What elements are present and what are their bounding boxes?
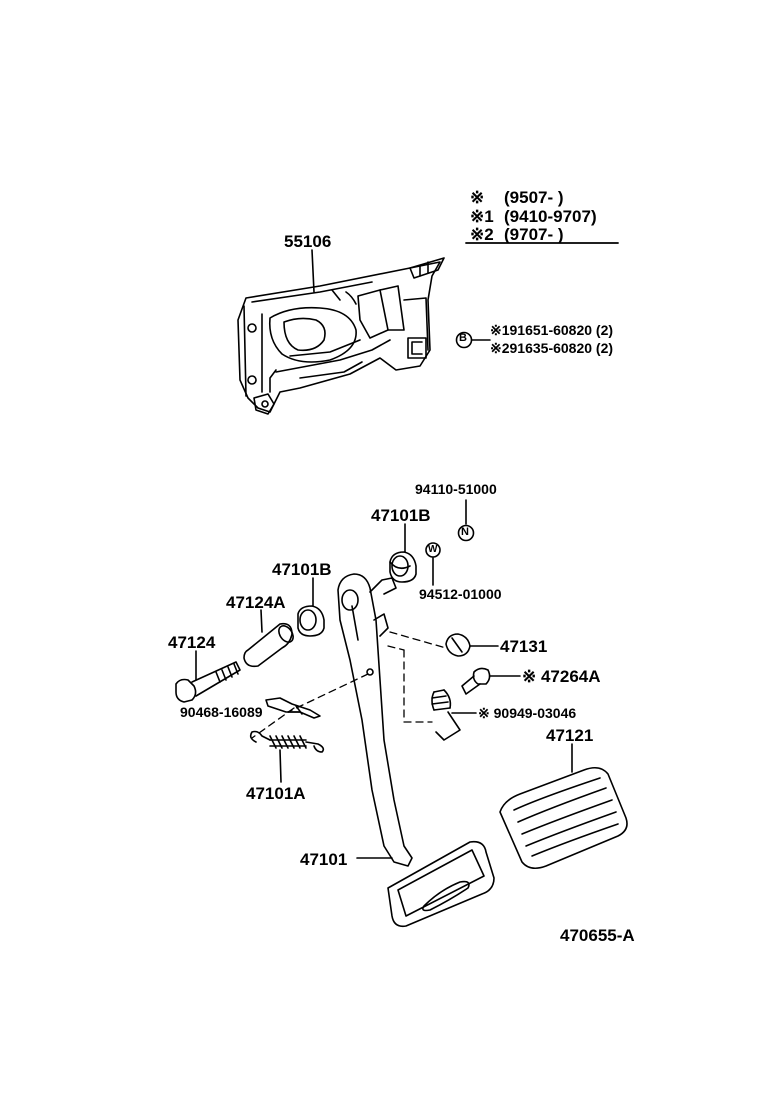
- return-spring-illustration: [249, 730, 325, 753]
- label-bushing-left: 47101B: [272, 560, 332, 579]
- label-pedal-arm: 47101: [300, 850, 348, 869]
- label-pedal-pad: 47121: [546, 726, 594, 745]
- bushing-upper-illustration: [389, 551, 417, 583]
- pedal-arm-illustration: [337, 573, 413, 867]
- label-cushion: 47131: [500, 637, 548, 656]
- pedal-pad-illustration: [499, 766, 628, 870]
- label-bolt: 47124: [168, 633, 216, 652]
- legend-row-3-range: (9707- ): [504, 225, 564, 244]
- washer-symbol-label: W: [428, 544, 438, 555]
- bolt-symbol-label: B: [459, 332, 467, 344]
- bolt-illustration: [175, 661, 241, 703]
- bracket-illustration: [237, 257, 445, 415]
- label-bracket: 55106: [284, 232, 332, 251]
- leader-bracket: [311, 249, 315, 293]
- nut-n-icon: [457, 524, 475, 542]
- pedal-plate-illustration: [387, 840, 495, 928]
- label-collar: 47124A: [226, 593, 286, 612]
- leader-collar: [260, 609, 263, 633]
- label-stopper-bolt: ※ 47264A: [522, 667, 601, 686]
- bushing-left-illustration: [297, 605, 325, 637]
- switch-spring-illustration: [431, 689, 461, 741]
- bolt-note-line-1: ※191651-60820 (2): [490, 322, 614, 338]
- cushion-illustration: [445, 633, 471, 657]
- washer-w-icon: [425, 542, 441, 558]
- leader-spring: [279, 749, 282, 783]
- legend-row-2-range: (9410-9707): [504, 207, 597, 226]
- label-bushing-upper: 47101B: [371, 506, 431, 525]
- dashed-assembly-lines: [251, 631, 447, 739]
- bolt-note-line-2: ※291635-60820 (2): [490, 340, 614, 356]
- legend-row-1-range: (9507- ): [504, 188, 564, 207]
- collar-illustration: [243, 622, 294, 668]
- legend-row-3-mark: ※2: [470, 225, 494, 244]
- label-washer-part: 94512-01000: [419, 586, 502, 602]
- stopper-bolt-illustration: [461, 667, 491, 695]
- figure-code: 470655-A: [560, 926, 635, 945]
- legend-row-2-mark: ※1: [470, 207, 494, 226]
- legend-row-1-mark: ※: [470, 188, 485, 207]
- label-return-spring: 47101A: [246, 784, 306, 803]
- nut-symbol-label: N: [461, 526, 469, 538]
- label-nut-part: 94110-51000: [415, 481, 497, 497]
- label-clip: 90468-16089: [180, 704, 263, 720]
- label-switch-spring: ※ 90949-03046: [478, 705, 577, 721]
